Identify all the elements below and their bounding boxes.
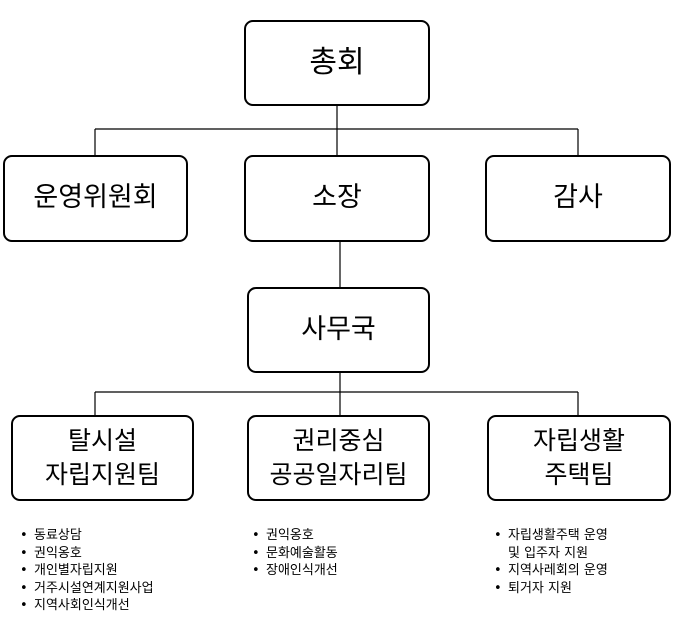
task-item: 권익옹호	[252, 527, 338, 545]
node-label: 탈시설 자립지원팀	[44, 426, 160, 489]
task-item: 문화예술활동	[252, 545, 338, 563]
node-label: 자립생활 주택팀	[532, 426, 625, 489]
node-label: 권리중심 공공일자리팀	[269, 426, 408, 489]
node-team-rights-jobs: 권리중심 공공일자리팀	[247, 415, 430, 501]
node-label: 소장	[312, 182, 362, 214]
node-director: 소장	[244, 155, 430, 242]
node-label: 감사	[553, 182, 603, 214]
task-item: 지역사회인식개선	[20, 597, 154, 615]
node-label: 운영위원회	[33, 182, 158, 214]
node-auditor: 감사	[485, 155, 671, 242]
task-item: 자립생활주택 운영 및 입주자 지원	[494, 527, 608, 562]
task-item: 퇴거자 지원	[494, 580, 608, 598]
task-list-rights-jobs: 권익옹호 문화예술활동 장애인식개선	[252, 527, 338, 580]
node-secretariat: 사무국	[247, 287, 430, 373]
task-item: 거주시설연계지원사업	[20, 580, 154, 598]
task-item: 개인별자립지원	[20, 562, 154, 580]
task-item: 장애인식개선	[252, 562, 338, 580]
task-list-deinstitution: 동료상담 권익옹호 개인별자립지원 거주시설연계지원사업 지역사회인식개선	[20, 527, 154, 615]
node-team-housing: 자립생활 주택팀	[487, 415, 671, 501]
node-label: 사무국	[301, 313, 376, 345]
node-team-deinstitution: 탈시설 자립지원팀	[11, 415, 194, 501]
node-steering-committee: 운영위원회	[3, 155, 188, 242]
node-label: 총회	[309, 44, 365, 80]
task-item: 지역사레회의 운영	[494, 562, 608, 580]
task-list-housing: 자립생활주택 운영 및 입주자 지원 지역사레회의 운영 퇴거자 지원	[494, 527, 608, 597]
node-general-assembly: 총회	[244, 20, 430, 106]
task-item: 동료상담	[20, 527, 154, 545]
task-item: 권익옹호	[20, 545, 154, 563]
